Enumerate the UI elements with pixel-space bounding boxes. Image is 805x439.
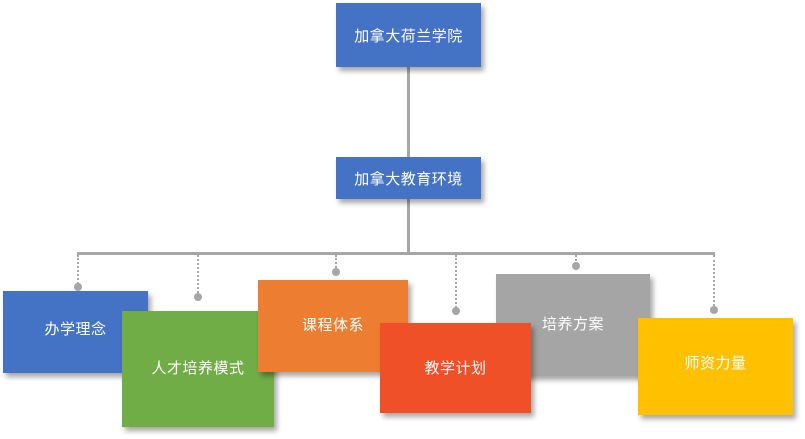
connector-drop-5 — [575, 255, 577, 265]
connector-dot-3 — [332, 268, 340, 276]
node-top-label: 加拿大荷兰学院 — [354, 26, 463, 45]
connector-drop-3 — [335, 255, 337, 272]
connector-dot-6 — [710, 306, 718, 314]
connector-top-to-middle — [407, 67, 410, 157]
node-middle-label: 加拿大教育环境 — [354, 169, 463, 188]
connector-dot-4 — [452, 307, 460, 315]
connector-dot-2 — [194, 293, 202, 301]
connector-dot-1 — [74, 283, 82, 291]
node-middle: 加拿大教育环境 — [336, 157, 481, 199]
connector-horizontal-bus — [77, 252, 715, 255]
node-child-2-label: 人才培养模式 — [151, 358, 245, 377]
node-child-6: 师资力量 — [638, 318, 793, 415]
node-child-6-label: 师资力量 — [684, 354, 747, 372]
node-child-3-label: 课程体系 — [301, 315, 364, 334]
node-child-2: 人才培养模式 — [122, 311, 274, 427]
connector-drop-2 — [197, 255, 199, 297]
connector-dot-5 — [572, 262, 580, 270]
connector-drop-6 — [713, 255, 715, 310]
node-child-4-label: 教学计划 — [424, 358, 487, 377]
node-top: 加拿大荷兰学院 — [336, 3, 481, 67]
node-child-5-label: 培养方案 — [541, 314, 604, 333]
connector-drop-4 — [455, 255, 457, 311]
connector-middle-to-bus — [407, 199, 410, 254]
node-child-1-label: 办学理念 — [44, 319, 107, 338]
connector-drop-1 — [77, 255, 79, 287]
node-child-4: 教学计划 — [380, 323, 531, 413]
